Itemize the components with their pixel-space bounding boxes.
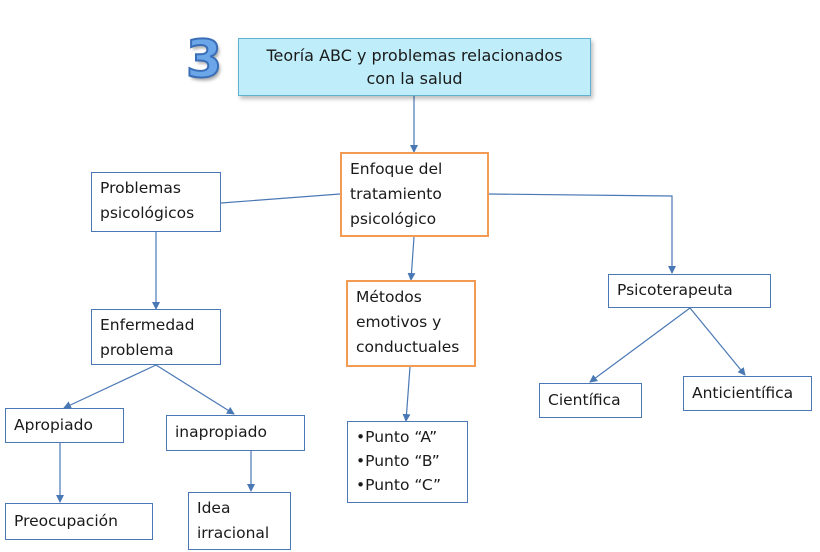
node-puntos: •Punto “A” •Punto “B” •Punto “C” <box>347 421 468 503</box>
arrow-enfoque-to-metodos <box>407 236 416 281</box>
node-psicoterapeuta-label: Psicoterapeuta <box>617 281 733 299</box>
node-problemas: Problemas psicológicos <box>91 172 221 232</box>
node-apropiado: Apropiado <box>5 408 124 443</box>
node-puntos-line3: •Punto “C” <box>356 476 441 494</box>
arrow-enfermedad-to-apropiado <box>63 364 157 409</box>
node-enfermedad-line2: problema <box>100 341 174 359</box>
node-anticientifica-label: Anticientífica <box>692 384 794 402</box>
arrow-psicoterapeuta-to-anticientifica <box>689 307 746 376</box>
node-cientifica: Científica <box>539 383 642 418</box>
section-number: 3 <box>185 30 223 90</box>
node-puntos-line1: •Punto “A” <box>356 428 438 446</box>
node-idea: Idea irracional <box>188 492 291 550</box>
arrow-enfermedad-to-inapropiado <box>155 364 235 415</box>
node-metodos-line1: Métodos <box>356 288 422 306</box>
node-anticientifica: Anticientífica <box>683 376 812 411</box>
node-metodos: Métodos emotivos y conductuales <box>346 280 476 367</box>
node-enfoque-line3: psicológico <box>350 210 437 228</box>
node-puntos-line2: •Punto “B” <box>356 452 440 470</box>
node-metodos-line3: conductuales <box>356 338 460 356</box>
node-preocupacion: Preocupación <box>5 503 153 540</box>
node-problemas-line2: psicológicos <box>100 204 195 222</box>
node-enfermedad: Enfermedad problema <box>91 309 221 365</box>
arrow-enfoque-to-psicoterapeuta <box>488 193 676 274</box>
line-enfoque-to-problemas <box>220 193 341 204</box>
node-cientifica-label: Científica <box>548 391 621 409</box>
arrow-metodos-to-puntos <box>402 366 411 422</box>
arrow-psicoterapeuta-to-cientifica <box>589 307 691 383</box>
node-enfermedad-line1: Enfermedad <box>100 316 195 334</box>
node-enfoque: Enfoque del tratamiento psicológico <box>340 152 489 237</box>
node-metodos-line2: emotivos y <box>356 313 442 331</box>
node-enfoque-line2: tratamiento <box>350 185 442 203</box>
node-idea-line1: Idea <box>197 499 231 517</box>
node-inapropiado-label: inapropiado <box>175 423 267 441</box>
node-inapropiado: inapropiado <box>166 415 305 451</box>
node-apropiado-label: Apropiado <box>14 416 93 434</box>
node-title-line1: Teoría ABC y problemas relacionados <box>266 46 563 65</box>
node-title: Teoría ABC y problemas relacionados con … <box>238 38 591 96</box>
node-title-line2: con la salud <box>366 69 463 88</box>
node-problemas-line1: Problemas <box>100 179 181 197</box>
node-idea-line2: irracional <box>197 524 270 542</box>
node-preocupacion-label: Preocupación <box>14 512 118 530</box>
node-psicoterapeuta: Psicoterapeuta <box>608 274 771 308</box>
node-enfoque-line1: Enfoque del <box>350 160 443 178</box>
